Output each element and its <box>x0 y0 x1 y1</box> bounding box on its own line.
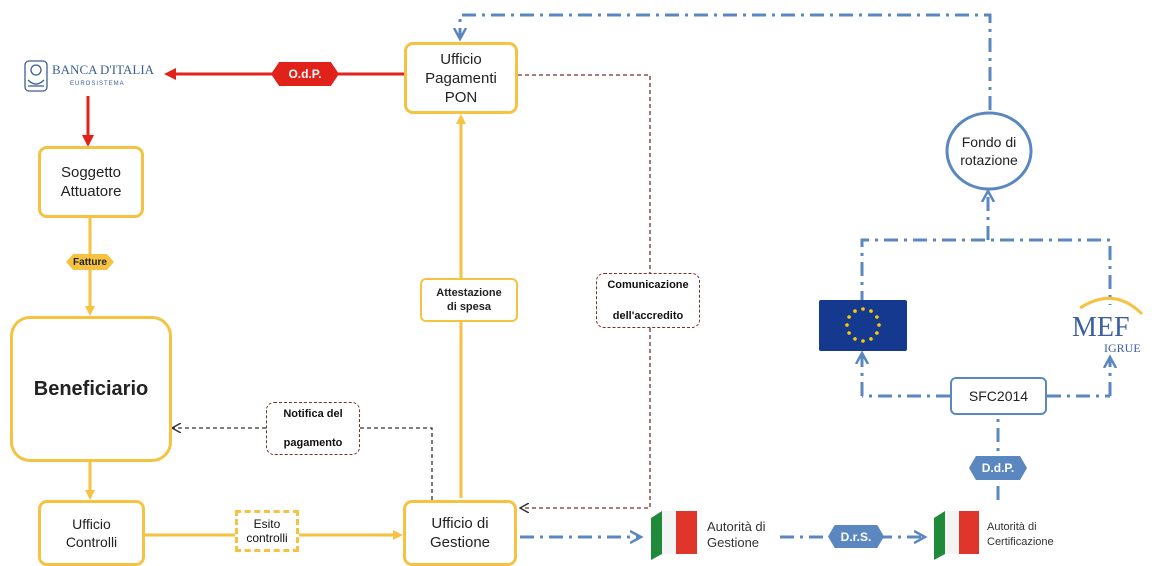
fondo-rotazione-label: Fondo di rotazione <box>960 134 1018 168</box>
autorita-gestione-flag <box>651 511 697 560</box>
banca-italia-name: BANCA D'ITALIA <box>52 62 155 77</box>
eu-star <box>853 309 857 313</box>
top-return-arrow <box>460 13 992 110</box>
soggetto-attuatore-node: Soggetto Attuatore <box>38 146 144 218</box>
mef-logo: MEF <box>1072 312 1130 343</box>
notifica-arrow <box>173 428 433 500</box>
comunicazione-arrow <box>518 74 651 508</box>
ddp-tag: D.d.P. <box>969 456 1027 480</box>
mef-swoosh <box>1079 296 1144 316</box>
eu-stars <box>845 307 881 343</box>
eu-flag <box>819 300 907 351</box>
eu-star <box>877 323 881 327</box>
beneficiario-node: Beneficiario <box>10 316 172 462</box>
attestazione-tag: Attestazione di spesa <box>420 278 518 322</box>
eu-star <box>875 331 879 335</box>
eu-star <box>847 331 851 335</box>
eu-star <box>853 337 857 341</box>
eu-star <box>861 339 865 343</box>
eu-star <box>845 323 849 327</box>
esito-controlli-tag: Esito controlli <box>235 510 299 552</box>
fondo-rotazione-circle <box>945 111 1033 191</box>
eu-star <box>869 309 873 313</box>
fatture-tag: Fatture <box>66 254 114 270</box>
sfc2014-node: SFC2014 <box>950 377 1047 415</box>
drs-tag: D.r.S. <box>828 525 884 548</box>
comunicazione-tag: Comunicazione dell'accredito <box>596 273 700 328</box>
ufficio-pagamenti-node: Ufficio Pagamenti PON <box>404 42 518 114</box>
eu-star <box>875 315 879 319</box>
banca-italia-sub: EUROSISTEMA <box>70 81 125 87</box>
autorita-certificazione-flag <box>934 511 979 560</box>
ufficio-controlli-node: Ufficio Controlli <box>38 500 145 566</box>
branch-to-fondo-arrow <box>860 238 1112 305</box>
eu-star <box>869 337 873 341</box>
eu-star <box>861 307 865 311</box>
eu-star <box>847 315 851 319</box>
banca-italia-emblem <box>24 60 48 92</box>
mef-sub: IGRUE <box>1104 341 1141 355</box>
autorita-certificazione-label: Autorità di Certificazione <box>987 521 1054 548</box>
autorita-gestione-label: Autorità di Gestione <box>707 519 766 550</box>
notifica-tag: Notifica del pagamento <box>266 402 360 455</box>
odp-tag: O.d.P. <box>271 62 339 86</box>
ufficio-gestione-node: Ufficio di Gestione <box>403 500 517 566</box>
